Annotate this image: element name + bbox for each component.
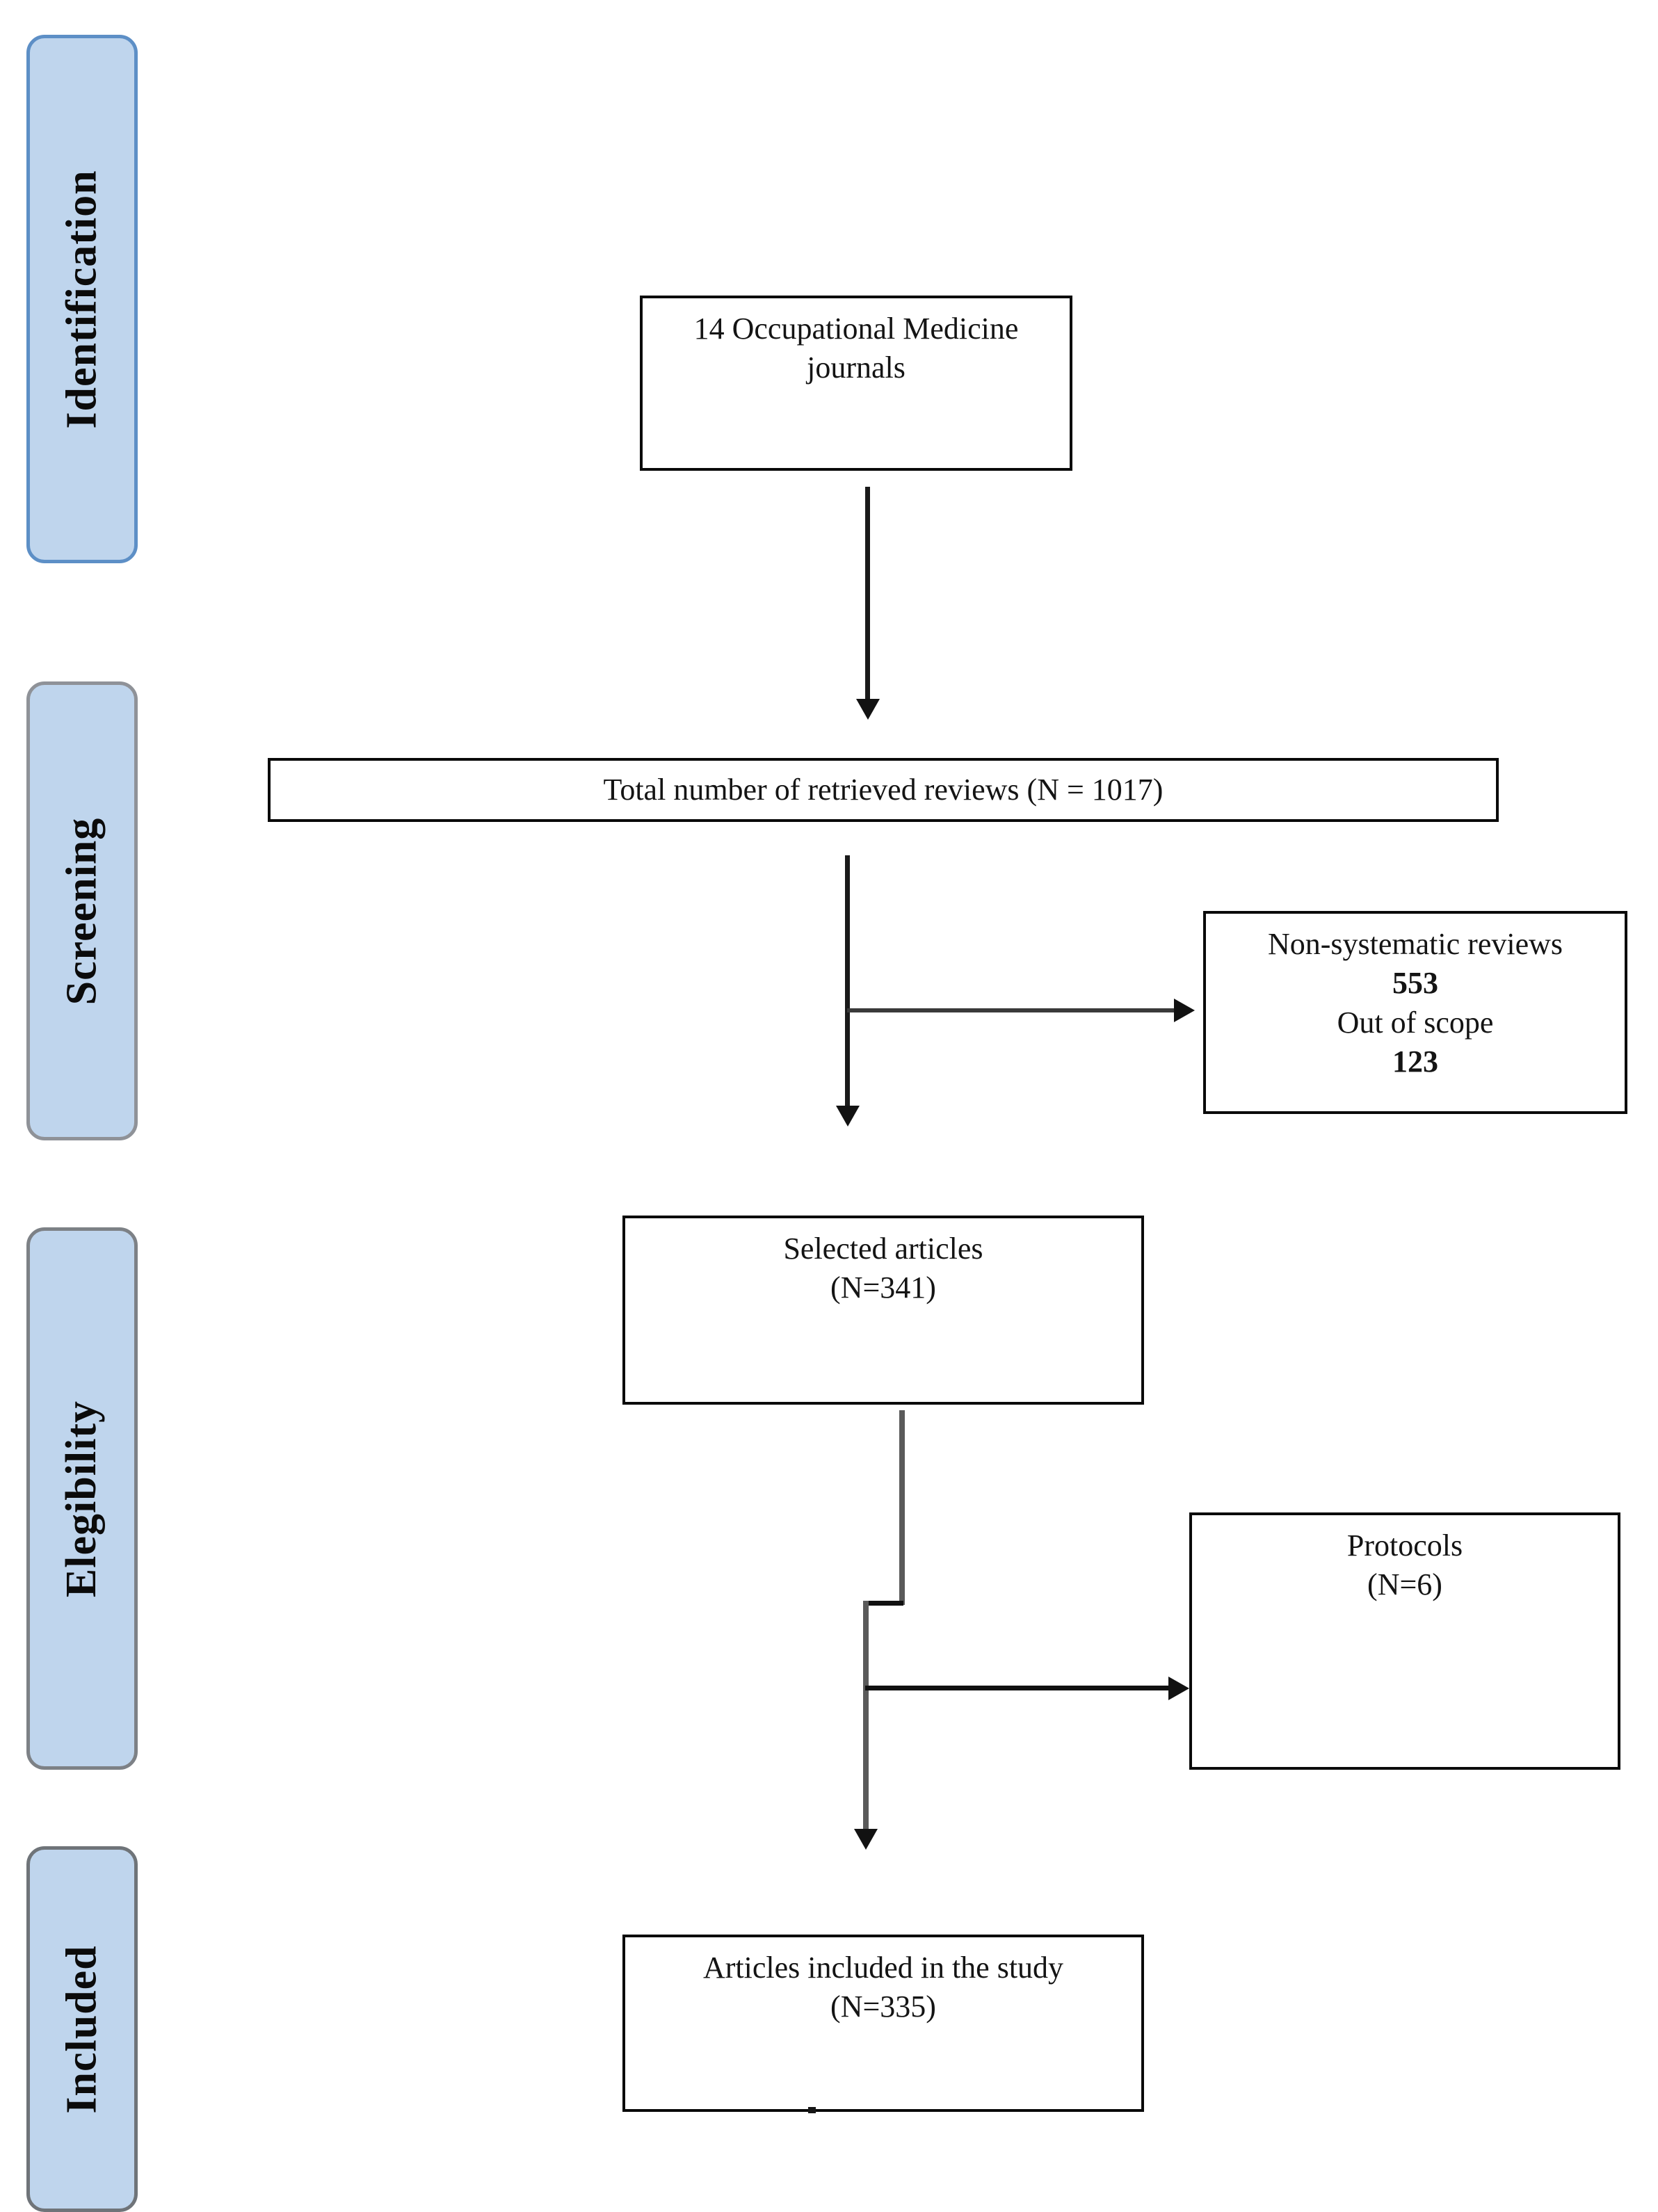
box-excluded-screening-line1: Non-systematic reviews	[1268, 927, 1563, 961]
arrowhead-selected-to-protocols	[1168, 1677, 1189, 1700]
box-excluded-screening: Non-systematic reviews 553 Out of scope …	[1203, 911, 1627, 1114]
stage-label-eligibility: Elegibility	[26, 1227, 138, 1770]
box-sources-line2: journals	[807, 350, 906, 385]
box-excluded-screening-line4: 123	[1392, 1044, 1438, 1079]
box-included-line2: (N=335)	[830, 1989, 936, 2024]
arrowhead-selected-to-included	[854, 1829, 878, 1850]
stage-label-screening: Screening	[26, 681, 138, 1140]
connector-selected-jog	[863, 1601, 903, 1606]
connector-retrieved-to-excluded-screening	[847, 1008, 1177, 1012]
stage-label-identification: Identification	[26, 35, 138, 563]
box-excluded-screening-line2: 553	[1392, 966, 1438, 1001]
box-sources: 14 Occupational Medicine journals	[640, 296, 1072, 471]
box-included: Articles included in the study (N=335)	[622, 1935, 1144, 2112]
box-selected-line1: Selected articles	[783, 1232, 983, 1266]
arrowhead-sources-to-retrieved	[856, 699, 880, 720]
arrowhead-retrieved-to-excluded-screening	[1174, 999, 1195, 1022]
box-selected-line2: (N=341)	[830, 1270, 936, 1305]
stage-label-included: Included	[26, 1846, 138, 2212]
arrowhead-retrieved-to-selected	[836, 1106, 860, 1127]
box-excluded-eligibility-line2: (N=6)	[1367, 1567, 1442, 1602]
box-sources-line1: 14 Occupational Medicine	[693, 312, 1019, 346]
box-retrieved: Total number of retrieved reviews (N = 1…	[268, 758, 1499, 822]
stage-label-screening-text: Screening	[58, 817, 106, 1005]
box-excluded-eligibility: Protocols (N=6)	[1189, 1512, 1620, 1770]
connector-selected-segment-lower	[863, 1601, 869, 1844]
box-included-line1: Articles included in the study	[702, 1951, 1064, 1985]
connector-retrieved-to-selected	[845, 855, 850, 1120]
box-excluded-screening-line3: Out of scope	[1337, 1005, 1494, 1040]
border-artifact-speck	[808, 2107, 816, 2113]
stage-label-eligibility-text: Elegibility	[58, 1400, 106, 1597]
box-excluded-eligibility-line1: Protocols	[1346, 1528, 1463, 1563]
box-selected: Selected articles (N=341)	[622, 1216, 1144, 1405]
connector-selected-to-protocols	[865, 1686, 1171, 1690]
connector-sources-to-retrieved	[865, 487, 870, 704]
box-retrieved-line1: Total number of retrieved reviews (N = 1…	[603, 772, 1164, 807]
stage-label-included-text: Included	[58, 1944, 106, 2114]
connector-selected-segment-upper	[899, 1410, 905, 1605]
stage-label-identification-text: Identification	[58, 169, 106, 429]
